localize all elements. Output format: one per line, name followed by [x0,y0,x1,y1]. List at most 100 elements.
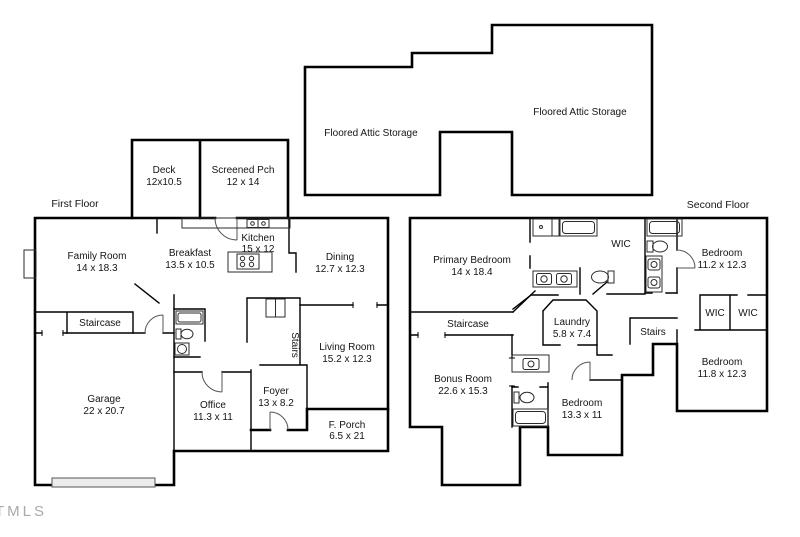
room-label-staircase-1: Staircase [79,318,121,329]
lower-toilet-icon [513,391,535,404]
room-label-wic-bath: WIC [611,239,630,250]
primary-bath-cabinet [532,218,560,237]
hall-tub-icon [646,218,683,237]
svg-text:12x10.5: 12x10.5 [146,177,182,188]
second-floor-title: Second Floor [687,199,750,211]
svg-text:15 x 12: 15 x 12 [242,244,275,255]
primary-tub-icon [559,218,598,237]
svg-text:Garage: Garage [87,394,121,405]
stairs-room-walls [629,317,678,345]
powder-sink-icon [174,342,190,356]
svg-text:13.3 x 11: 13.3 x 11 [562,410,603,421]
svg-text:13.5 x 10.5: 13.5 x 10.5 [165,260,215,271]
svg-text:Bonus Room: Bonus Room [434,374,492,385]
kitchen-counter [181,217,291,229]
attic-left-label: Floored Attic Storage [324,128,418,139]
svg-text:14 x 18.3: 14 x 18.3 [76,263,118,274]
kitchen-island [227,251,273,273]
svg-text:Deck: Deck [153,165,177,176]
stove-icon [236,253,260,270]
lower-tub-icon [512,408,549,427]
garage-door [51,477,156,488]
screened-porch-door-arc [214,217,238,241]
powder-tub-icon [175,310,204,325]
hallway-sink-icon [511,354,550,373]
first-floor-fixtures [23,217,291,488]
svg-text:Bedroom: Bedroom [702,357,743,368]
fireplace-icon [23,249,37,279]
room-label-breakfast: Breakfast 13.5 x 10.5 [165,248,215,271]
svg-text:15.2 x 12.3: 15.2 x 12.3 [322,354,372,365]
first-floor-doors [144,217,289,431]
svg-text:12 x 14: 12 x 14 [227,177,260,188]
office-door-arc [201,371,223,393]
svg-text:11.3 x 11: 11.3 x 11 [193,412,233,423]
room-label-staircase-2: Staircase [447,319,489,330]
svg-text:Screened Pch: Screened Pch [212,165,275,176]
svg-text:Dining: Dining [326,252,354,263]
room-label-stairs-2: Stairs [640,327,666,338]
svg-text:Bedroom: Bedroom [562,398,603,409]
attic-outline [303,23,654,197]
primary-toilet-icon [591,270,615,284]
room-label-living: Living Room 15.2 x 12.3 [319,342,375,365]
room-label-wic-left: WIC [705,308,724,319]
svg-text:14 x 18.4: 14 x 18.4 [451,267,493,278]
room-label-stairs-1: Stairs [289,332,300,358]
svg-text:11.8 x 12.3: 11.8 x 12.3 [698,369,747,380]
svg-text:Breakfast: Breakfast [169,248,211,259]
room-label-laundry: Laundry 5.8 x 7.4 [553,317,592,340]
room-label-wic-right: WIC [738,308,757,319]
svg-text:12.7 x 12.3: 12.7 x 12.3 [315,264,365,275]
first-floor-title: First Floor [51,198,99,210]
svg-text:13 x 8.2: 13 x 8.2 [258,398,294,409]
svg-text:22 x 20.7: 22 x 20.7 [83,406,125,417]
room-label-bedroom-middle: Bedroom 13.3 x 11 [562,398,603,421]
svg-text:5.8 x 7.4: 5.8 x 7.4 [553,329,592,340]
attic-right-label: Floored Attic Storage [533,107,627,118]
double-vanity-icon [532,270,578,288]
hall-vanity-icon [645,255,663,293]
room-label-primary: Primary Bedroom 14 x 18.4 [433,255,511,278]
room-label-bonus: Bonus Room 22.6 x 15.3 [434,374,492,397]
room-label-dining: Dining 12.7 x 12.3 [315,252,365,275]
svg-text:22.6 x 15.3: 22.6 x 15.3 [438,386,488,397]
garage-entry-door-arc [144,314,164,334]
svg-text:6.5 x 21: 6.5 x 21 [329,431,365,442]
svg-text:Office: Office [200,400,226,411]
room-label-screened-porch: Screened Pch 12 x 14 [212,165,275,188]
room-label-family: Family Room 14 x 18.3 [68,251,127,274]
svg-text:Laundry: Laundry [554,317,590,328]
mls-watermark: TMLS [0,503,47,520]
svg-text:Kitchen: Kitchen [241,233,274,244]
svg-text:Primary Bedroom: Primary Bedroom [433,255,511,266]
svg-text:11.2 x 12.3: 11.2 x 12.3 [698,260,747,271]
room-label-kitchen: Kitchen 15 x 12 [241,233,275,255]
svg-text:Bedroom: Bedroom [702,248,743,259]
second-floor-fixtures [511,218,683,427]
first-floor-walls [33,138,390,487]
powder-toilet-icon [175,328,194,340]
room-label-garage: Garage 22 x 20.7 [83,394,125,417]
room-label-bedroom-right-bottom: Bedroom 11.8 x 12.3 [698,357,747,380]
second-floor-walls [408,216,769,487]
svg-text:Family Room: Family Room [68,251,127,262]
room-label-foyer: Foyer 13 x 8.2 [258,386,294,409]
bedroom-right-top-door-arc [676,249,696,269]
first-floor-interior-walls [34,217,389,452]
room-label-front-porch: F. Porch 6.5 x 21 [329,420,366,442]
front-door-arc [269,411,289,431]
svg-text:Living Room: Living Room [319,342,375,353]
hall-toilet-icon [646,240,668,253]
room-label-bedroom-right-top: Bedroom 11.2 x 12.3 [698,248,747,271]
kitchen-sink-icon [246,219,270,228]
svg-text:Foyer: Foyer [263,386,289,397]
room-label-deck: Deck 12x10.5 [146,165,182,188]
room-label-office: Office 11.3 x 11 [193,400,233,423]
stair-treads [265,298,286,318]
second-floor-interior-walls [409,217,768,428]
bedroom-middle-door-arc [571,361,591,381]
second-floor-doors [571,249,696,381]
